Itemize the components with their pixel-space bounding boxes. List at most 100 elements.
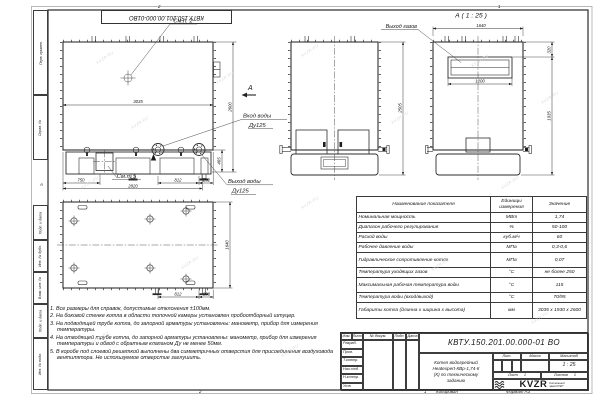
tb-sheets: Листов 1 [541, 372, 589, 379]
tb-row-prov: Пров. [341, 348, 363, 357]
tb-sheet: Лист 1 [493, 372, 541, 379]
dim-750: 750 [77, 178, 85, 183]
sidebar-inv-podl: Инв. № подл. [33, 338, 48, 390]
document-name: Котел водогрейный Heatexpert-КВр-1,74-К … [419, 353, 493, 391]
plan-dim-293: 293 [202, 292, 211, 297]
spec-header-row: Наименование показателя Единицы измерени… [356, 196, 587, 213]
detail-a-view: А ( 1 : 25 ) Выход газов 16 [381, 13, 555, 180]
title-block: Изм. Лист № докум. Подп. Дата Разраб. Пр… [340, 332, 589, 391]
zone-top-1: 1 [498, 4, 501, 10]
tb-row-utv: Утв. [341, 382, 363, 391]
tb-header-list: Лист [352, 333, 363, 340]
tb-header-podp: Подп. [393, 333, 406, 340]
dim-2600: 2600 [227, 102, 232, 113]
spec-row: Габариты котла (длинна х ширина х высота… [356, 302, 587, 319]
detail-dim-320: 320 [547, 46, 552, 54]
gas-outlet-slot [447, 56, 513, 79]
section-arrow [241, 92, 256, 98]
note-3: 3. На подводящей трубе котла, до запорно… [50, 320, 318, 334]
note-2: 2. На боковой стенке котла в области топ… [50, 313, 296, 320]
doc-name-line: Heatexpert-КВр-1,74-К [432, 366, 480, 372]
drawing-designation: КВТУ.150.201.00.000-01 ВО [419, 333, 589, 353]
sidebar-perv-primen: Перв. примен. [33, 10, 48, 95]
detail-lugs [444, 36, 519, 42]
detail-base [435, 153, 521, 176]
side-dim-2505: 2505 [398, 103, 403, 114]
small-fittings [83, 146, 185, 156]
sidebar-label: Инв. № дубл. [38, 244, 43, 268]
sidebar-podp-data-1: Подп. и дата [33, 205, 48, 240]
zone-bottom-1: 1 [424, 389, 427, 395]
spec-table: Наименование показателя Единицы измерени… [356, 196, 587, 319]
detail-flanges [425, 145, 532, 154]
sidebar-label: Взам. инв. № [38, 276, 43, 300]
tb-lit-cell [511, 360, 521, 372]
sidebar-inv-dubl: Инв. № дубл. [33, 240, 48, 272]
water-outlet-label: Выход воды [228, 179, 261, 185]
tb-header-data: Дата [406, 333, 419, 340]
water-outlet-dn: Ду125 [231, 189, 249, 195]
tb-row-nachotd: Нач.отд. [341, 365, 363, 374]
zone-bottom-2: 2 [199, 389, 202, 395]
format-label: Формат А3 [506, 389, 531, 395]
logo-caption-line: завод РЭП [549, 384, 564, 388]
sidebar-podp-data-2: Подп. и дата [33, 304, 48, 338]
doc-name-line: Котел водогрейный [434, 360, 478, 366]
tb-scale-value: 1 : 25 [549, 360, 589, 372]
water-inlet-label: Вход воды [243, 114, 272, 120]
sheets-value: 1 [573, 372, 576, 377]
sidebar-label: Инв. № подл. [38, 352, 43, 376]
top-designation-stamp: КВТУ.150.201.00.000-01ВО [101, 10, 232, 24]
dim-3035: 3035 [133, 99, 143, 104]
sheet-frame [31, 6, 593, 394]
side-lugs [304, 36, 355, 42]
tb-header-izm: Изм. [341, 333, 352, 340]
tb-header-doc: № докум. [363, 333, 393, 340]
sheets-label: Листов [554, 372, 568, 377]
lifting-lugs [91, 36, 198, 42]
sidebar-label: Перв. примен. [38, 40, 43, 65]
see-note-5-label: См.п. 5 [117, 174, 137, 180]
tb-data-col [406, 340, 419, 391]
dim-2820: 2820 [127, 183, 138, 188]
tb-mass-cell [521, 360, 549, 372]
view-arrow [150, 154, 157, 161]
zone-top-2: 2 [158, 4, 161, 10]
spec-col-name: Наименование показателя [356, 196, 491, 213]
sidebar-label: Подп. и дата [38, 309, 43, 333]
tb-scale-header: Масштаб [549, 353, 589, 360]
section-label-a: А [247, 85, 253, 92]
note-5: 5. В коробе под слоевой решеткой выполне… [50, 348, 334, 362]
sidebar-label: Подп. и дата [38, 211, 43, 234]
tb-doc-col [363, 340, 393, 391]
tb-lit-cell [493, 360, 503, 372]
tb-lit-cell [502, 360, 512, 372]
plan-view: 1640 812 293 [57, 199, 233, 299]
sheet-label: Лист [508, 372, 518, 377]
ash-door [465, 137, 491, 153]
tb-row-nkontr: Н.контр. [341, 374, 363, 383]
tb-row-tkontr: Т.контр. [341, 357, 363, 366]
tb-mass-header: Масса [521, 353, 549, 360]
company-logo-cell: KVZR Котельный завод РЭП [493, 379, 589, 391]
detail-dim-1640: 1640 [476, 23, 486, 28]
water-inlet-dn: Ду125 [248, 123, 266, 129]
see-note-2-label: См.п. 2 [173, 18, 193, 24]
gas-outlet-label: Выход газов [386, 24, 418, 30]
tb-lit-header: Лит. [493, 353, 521, 360]
detail-a-title: А ( 1 : 25 ) [454, 13, 487, 20]
plan-dim-812: 812 [174, 292, 182, 297]
sidebar-vzam-inv: Взам. инв. № [33, 272, 48, 304]
detail-dim-1935: 1935 [547, 111, 552, 121]
logo-caption-line: Котельный [549, 380, 565, 385]
spec-col-value: Значение [532, 196, 587, 213]
dim-292: 292 [202, 178, 211, 183]
